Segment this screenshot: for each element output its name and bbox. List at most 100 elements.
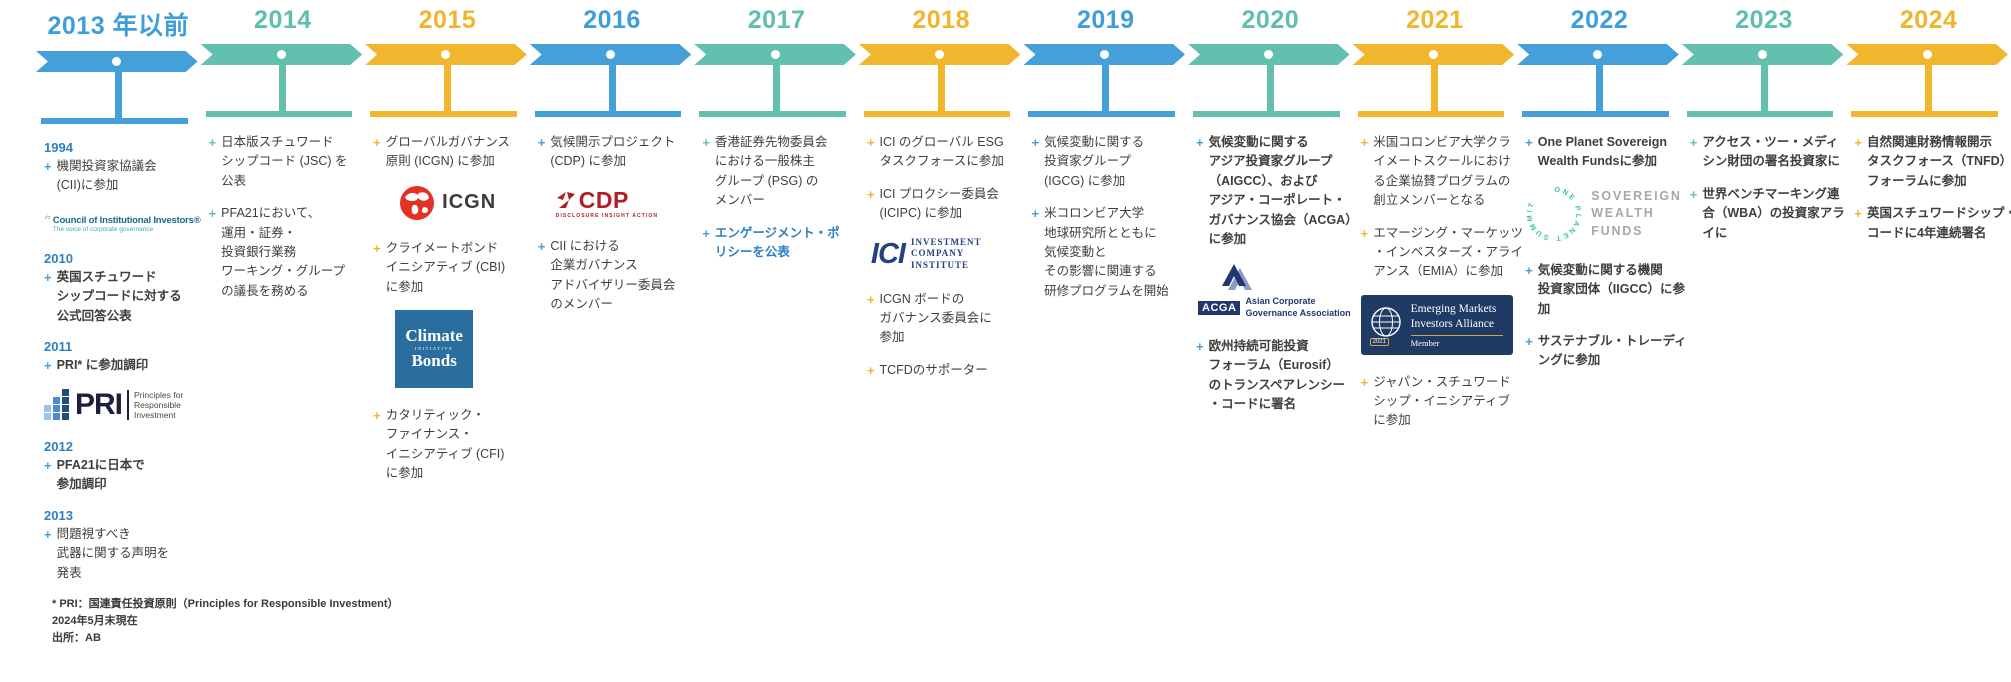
milestone-item: +ICGN ボードの ガバナンス委員会に 参加 xyxy=(867,290,1024,348)
milestone-text: 自然関連財務情報開示 タスクフォース（TNFD） フォーラムに参加 xyxy=(1866,135,2011,188)
milestone-text: ジャパン・スチュワード シップ・イニシアティブ に参加 xyxy=(1373,374,1511,428)
icgn-logo: ICGN xyxy=(399,185,530,221)
timeline-stem xyxy=(1925,65,1933,111)
timeline-node-dot xyxy=(441,50,450,59)
column-content: 1994+機関投資家協議会 (CII)に参加 Council of Instit… xyxy=(36,124,399,647)
milestone-text: PFA21において、 運用・証券・ 投資銀行業務 ワーキング・グループ の議長を… xyxy=(221,206,346,298)
cdp-mark-icon xyxy=(556,192,575,209)
footnote-line: * PRI：国連責任投資原則（Principles for Responsibl… xyxy=(52,597,399,610)
timeline-stem xyxy=(279,65,287,111)
milestone-item: +香港証券先物委員会 における一般株主 グループ (PSG) の メンバー xyxy=(702,133,859,211)
pri-logo-abbr: PRI xyxy=(75,388,123,422)
timeline-stem xyxy=(937,65,945,111)
year-header: 2015 xyxy=(418,6,477,34)
timeline-node-dot xyxy=(1593,50,1602,59)
milestone-text: クライメートボンド イニシアティブ (CBI) に参加 xyxy=(385,240,506,294)
milestone-item: +CII における 企業ガバナンス アドバイザリー委員会 のメンバー xyxy=(538,237,695,315)
year-header: 2020 xyxy=(1241,6,1300,34)
milestone-item: +エンゲージメント・ポ リシーを公表 xyxy=(702,224,859,263)
cdp-logo: CDP DISCLOSURE INSIGHT ACTION xyxy=(556,188,658,219)
milestone-text: 気候開示プロジェクト (CDP) に参加 xyxy=(550,135,676,169)
plus-icon: + xyxy=(373,407,381,423)
timeline-arrow xyxy=(530,44,692,65)
plus-icon: + xyxy=(1525,333,1533,349)
milestone-year-label: 2010 xyxy=(44,250,73,266)
acga-logo-abbr: ACGA xyxy=(1198,300,1241,315)
timeline-arrow xyxy=(859,44,1021,65)
timeline-arrow xyxy=(365,44,527,65)
milestone-item: +英国スチュワード シップコードに対する 公式回答公表 xyxy=(44,268,201,326)
timeline-column-6: 2018 +ICI のグローバル ESG タスクフォースに参加+ICI プロクシ… xyxy=(859,0,1024,647)
plus-icon: + xyxy=(1196,338,1204,354)
cii-logo-tagline: The voice of corporate governance xyxy=(52,225,154,233)
pri-logo-divider xyxy=(127,390,130,421)
timeline-baseline xyxy=(1193,111,1340,117)
climate-bonds-line2: INITIATIVE xyxy=(414,346,454,352)
footnote-line: 出所：AB xyxy=(52,631,101,644)
milestone-item: +ジャパン・スチュワード シップ・イニシアティブ に参加 xyxy=(1361,373,1518,431)
cii-logo-name: Council of Institutional Investors® xyxy=(52,214,201,226)
column-content: + 自然関連財務情報開示 タスクフォース（TNFD） フォーラムに参加 +英国スチュ… xyxy=(1846,117,2011,243)
plus-icon: + xyxy=(1031,206,1040,222)
timeline-arrow xyxy=(36,51,198,72)
plus-icon: + xyxy=(1854,135,1862,150)
milestone-item: +機関投資家協議会 (CII)に参加 xyxy=(44,157,201,196)
timeline-node-dot xyxy=(606,50,615,59)
timeline-column-11: 2023 +アクセス・ツー・メディ シン財団の署名投資家に+世界ベンチマーキング… xyxy=(1682,0,1847,647)
plus-icon: + xyxy=(537,238,546,254)
milestone-text: 世界ベンチマーキング連 合（WBA）の投資家アラ イに xyxy=(1702,186,1845,240)
plus-icon: + xyxy=(1689,135,1698,150)
plus-icon: + xyxy=(537,135,546,150)
plus-icon: + xyxy=(44,269,52,285)
milestone-text: 気候変動に関する機関 投資家団体（IIGCC）に参 加 xyxy=(1537,262,1686,316)
year-header: 2014 xyxy=(254,6,312,34)
milestone-text: 英国スチュワードシップ・ コードに4年連続署名 xyxy=(1866,206,2011,240)
milestone-item: +英国スチュワードシップ・ コードに4年連続署名 xyxy=(1854,204,2011,243)
column-content: + 米国コロンビア大学クラ イメートスクールにおけ る企業協賛プログラムの 創立メ… xyxy=(1353,117,1523,431)
milestone-item: +気候変動に関する アジア投資家グループ （AIGCC）、および アジア・コーポ… xyxy=(1196,133,1358,249)
milestone-text: 日本版スチュワード シップコード (JSC) を 公表 xyxy=(221,135,348,188)
milestone-item: +気候変動に関する機関 投資家団体（IIGCC）に参 加 xyxy=(1525,261,1686,319)
plus-icon: + xyxy=(866,186,875,202)
timeline-stem xyxy=(1102,65,1110,111)
milestone-text: PFA21に日本で 参加調印 xyxy=(56,458,145,492)
column-content: +日本版スチュワード シップコード (JSC) を 公表+PFA21において、 … xyxy=(201,117,366,301)
milestone-item: +ICI のグローバル ESG タスクフォースに参加 xyxy=(867,133,1024,172)
milestone-text: エマージング・マーケッツ ・インベスターズ・アライ アンス（EMIA）に参加 xyxy=(1373,225,1523,279)
plus-icon: + xyxy=(1525,135,1533,150)
milestone-item: +PFA21に日本で 参加調印 xyxy=(44,456,201,495)
timeline-stem xyxy=(1595,65,1603,111)
timeline-node-dot xyxy=(771,50,780,59)
column-content: +気候変動に関する アジア投資家グループ （AIGCC）、および アジア・コーポ… xyxy=(1188,117,1358,415)
milestone-text: グローバルガバナンス 原則 (ICGN) に参加 xyxy=(385,135,511,169)
milestone-text: 米国コロンビア大学クラ イメートスクールにおけ る企業協賛プログラムの 創立メン… xyxy=(1373,135,1511,208)
icgn-globe-icon xyxy=(400,185,435,220)
timeline-arrow xyxy=(1846,44,2008,65)
timeline-baseline xyxy=(41,118,188,124)
milestone-item: +欧州持続可能投資 フォーラム（Eurosif） のトランスペアレンシー ・コー… xyxy=(1196,337,1353,415)
milestone-text: 問題視すべき 武器に関する声明を 発表 xyxy=(56,526,170,580)
milestone-item: +世界ベンチマーキング連 合（WBA）の投資家アラ イに xyxy=(1690,185,1847,243)
year-header: 2013 年以前 xyxy=(47,12,190,40)
year-header: 2021 xyxy=(1406,6,1464,34)
plus-icon: + xyxy=(208,135,217,150)
timeline-baseline xyxy=(534,111,682,117)
plus-icon: + xyxy=(866,291,875,307)
timeline-arrow xyxy=(1353,44,1515,65)
timeline-column-7: 2019 +気候変動に関する 投資家グループ (IGCG) に参加+米コロンビア… xyxy=(1023,0,1188,647)
timeline-arrow xyxy=(1188,44,1350,65)
emia-globe-icon xyxy=(1370,307,1401,337)
milestone-year-label: 2012 xyxy=(44,439,73,455)
plus-icon: + xyxy=(702,135,710,150)
timeline-node-dot xyxy=(1100,50,1109,59)
plus-icon: + xyxy=(1525,262,1533,278)
milestone-year-label: 2013 xyxy=(44,507,73,523)
milestone-text: カタリティック・ ファイナンス・ イニシアティブ (CFI) に参加 xyxy=(385,407,505,480)
plus-icon: + xyxy=(1360,135,1369,150)
timeline-stem xyxy=(1431,65,1439,111)
emia-divider xyxy=(1410,334,1503,336)
column-content: +気候変動に関する 投資家グループ (IGCG) に参加+米コロンビア大学 地球… xyxy=(1023,117,1188,301)
milestone-text: ICGN ボードの ガバナンス委員会に 参加 xyxy=(879,291,992,345)
